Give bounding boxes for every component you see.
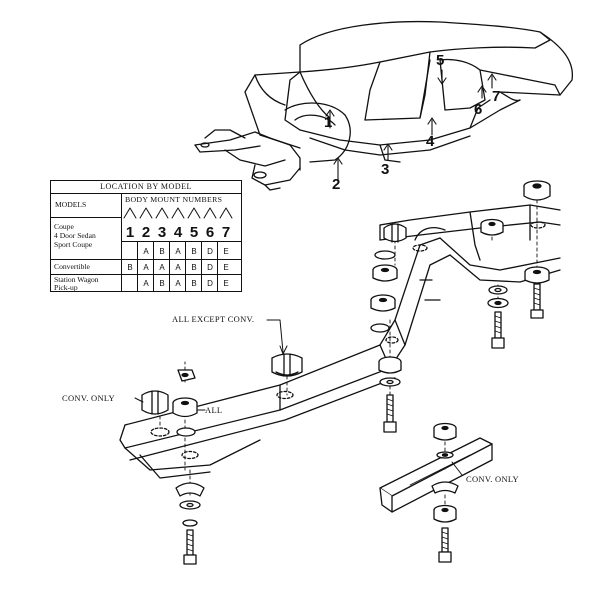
- cell-r3-c6: D: [207, 279, 213, 288]
- cell-r3-c3: B: [159, 279, 165, 288]
- label-leaders: [134, 319, 463, 476]
- row-divider: [121, 241, 241, 242]
- row-divider: [51, 259, 241, 260]
- model-sport-coupe: Sport Coupe: [54, 240, 93, 249]
- col-divider: [153, 241, 154, 291]
- cell-r2-c4: A: [175, 263, 181, 272]
- cell-r2-c3: A: [159, 263, 165, 272]
- cell-r3-c4: A: [175, 279, 181, 288]
- cell-r3-c2: A: [143, 279, 149, 288]
- table-title: LOCATION BY MODEL: [100, 182, 192, 191]
- mount-number-1: 1: [125, 224, 135, 241]
- callout-7: 7: [492, 88, 501, 105]
- callout-2: 2: [332, 176, 341, 193]
- label-all-except-conv: ALL EXCEPT CONV.: [172, 314, 255, 324]
- cell-r1-c3: B: [159, 247, 165, 256]
- callout-1: 1: [324, 114, 333, 131]
- table-header-chevrons: [123, 207, 233, 219]
- cell-r1-c2: A: [143, 247, 149, 256]
- model-coupe: Coupe: [54, 222, 74, 231]
- mount-stacks: [141, 180, 551, 565]
- mount-number-3: 3: [157, 224, 167, 241]
- col-divider: [201, 241, 202, 291]
- cell-r2-c6: D: [207, 263, 213, 272]
- label-conv-only-right: CONV. ONLY: [466, 474, 519, 484]
- car-body-shell: [194, 20, 574, 191]
- model-station-wagon: Station Wagon: [54, 275, 99, 284]
- callout-arrows: [325, 69, 497, 181]
- col-divider: [121, 193, 122, 291]
- cell-r1-c4: A: [175, 247, 181, 256]
- cell-r2-c2: A: [143, 263, 149, 272]
- mount-header: BODY MOUNT NUMBERS: [125, 195, 223, 204]
- col-divider: [169, 241, 170, 291]
- cell-r3-c5: B: [191, 279, 197, 288]
- mount-number-7: 7: [221, 224, 231, 241]
- callout-3: 3: [381, 161, 390, 178]
- location-by-model-table: LOCATION BY MODEL MODELS BODY MOUNT NUMB…: [50, 180, 242, 292]
- mount-number-6: 6: [205, 224, 215, 241]
- col-divider: [185, 241, 186, 291]
- model-4-door-sedan: 4 Door Sedan: [54, 231, 96, 240]
- row-divider: [51, 274, 241, 275]
- callout-4: 4: [426, 133, 435, 150]
- row-divider: [51, 193, 241, 194]
- cell-r1-c7: E: [223, 247, 229, 256]
- mount-number-5: 5: [189, 224, 199, 241]
- model-convertible: Convertible: [54, 262, 90, 271]
- cell-r1-c6: D: [207, 247, 213, 256]
- model-pick-up: Pick-up: [54, 283, 78, 292]
- mount-number-2: 2: [141, 224, 151, 241]
- col-divider: [217, 241, 218, 291]
- col-divider: [137, 241, 138, 291]
- cell-r3-c7: E: [223, 279, 229, 288]
- cell-r2-c5: B: [191, 263, 197, 272]
- callout-6: 6: [474, 101, 483, 118]
- cell-r2-c7: E: [223, 263, 229, 272]
- models-header: MODELS: [55, 200, 87, 209]
- mount-number-4: 4: [173, 224, 183, 241]
- callout-5: 5: [436, 52, 445, 69]
- cell-r2-c1: B: [127, 263, 133, 272]
- label-all: ALL: [205, 405, 223, 415]
- row-divider: [51, 217, 121, 218]
- label-conv-only-left: CONV. ONLY: [62, 393, 115, 403]
- cell-r1-c5: B: [191, 247, 197, 256]
